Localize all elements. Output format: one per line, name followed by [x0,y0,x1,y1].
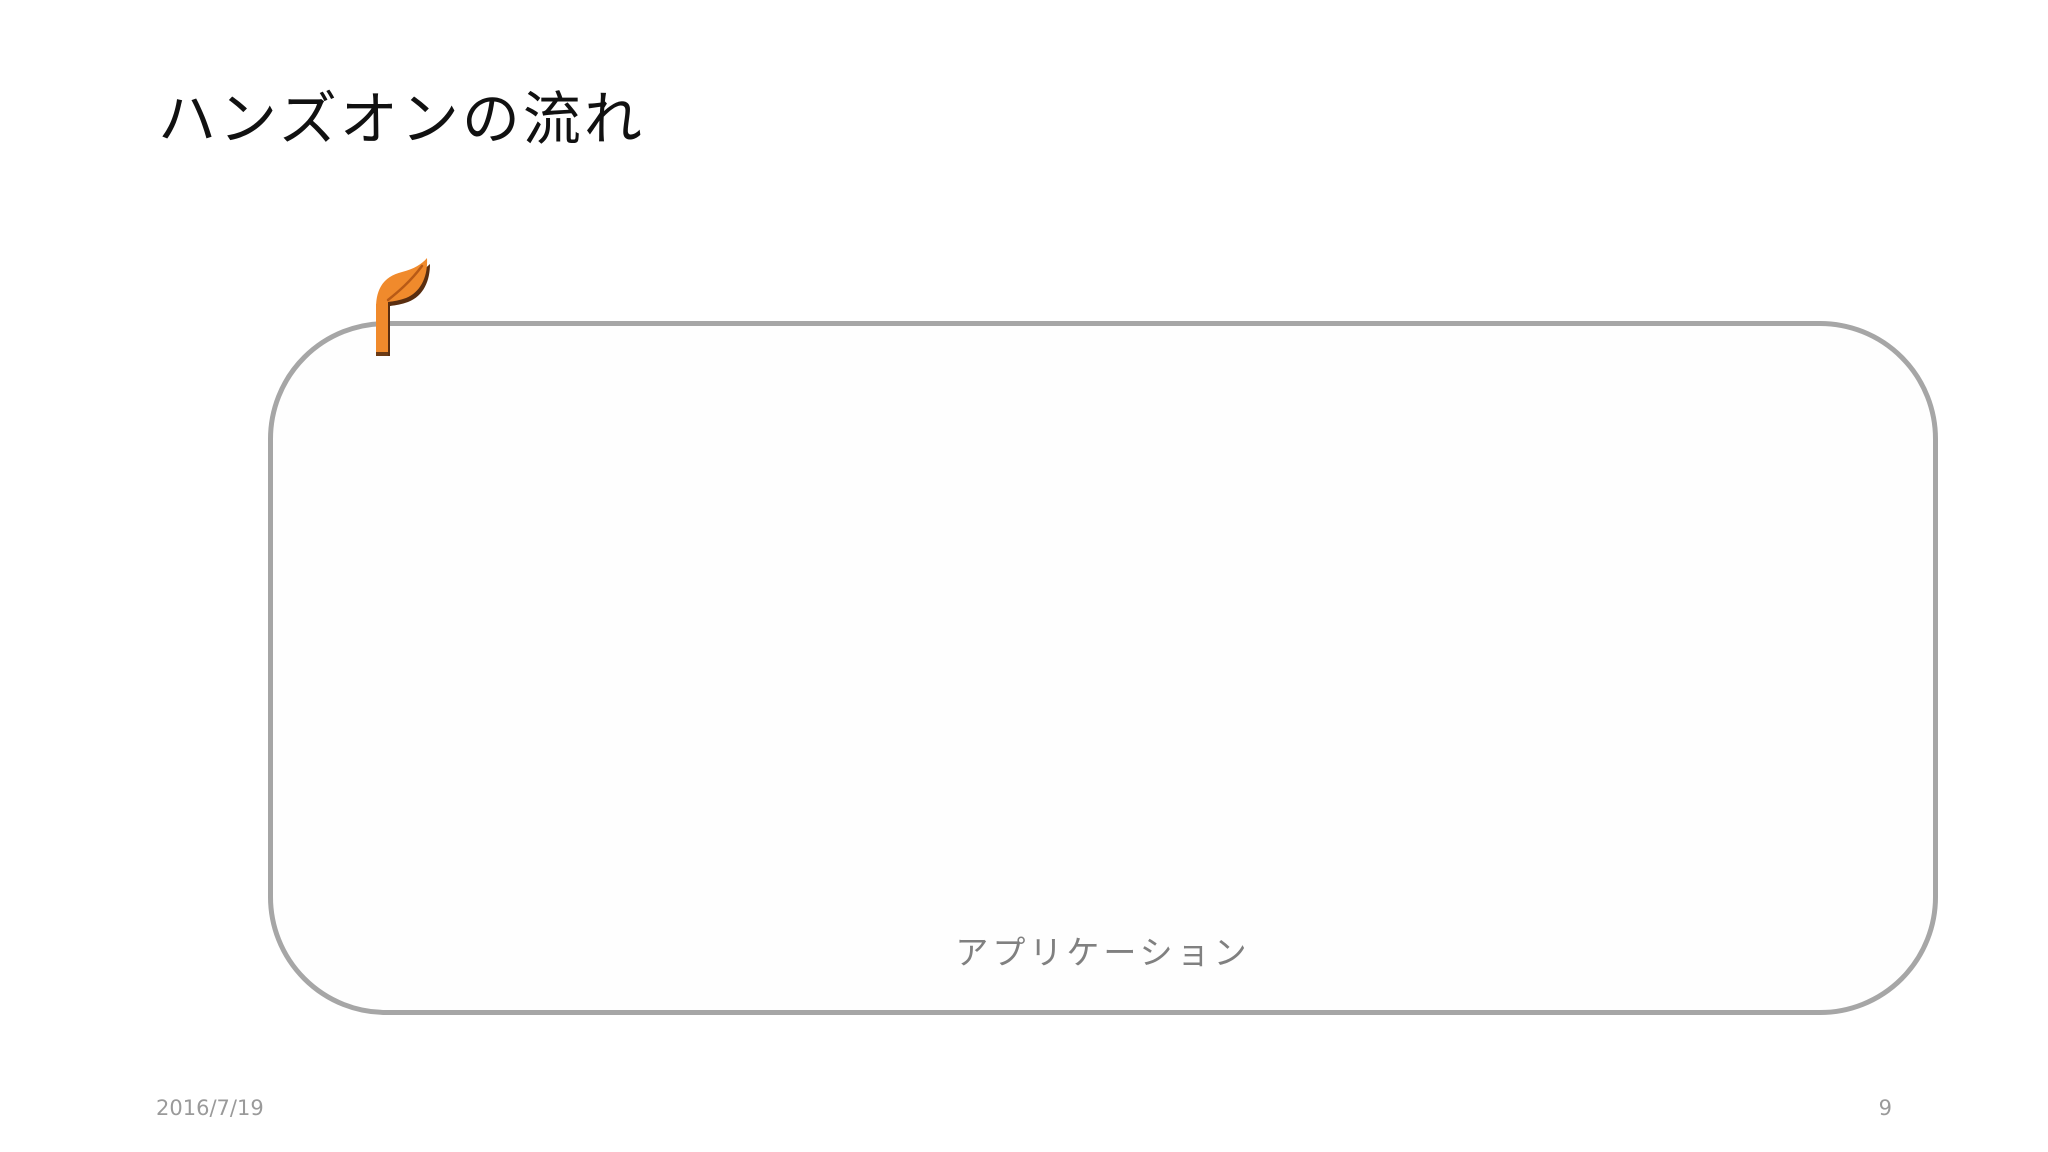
slide-title: ハンズオンの流れ [158,85,645,153]
application-label: アプリケーション [955,933,1251,972]
footer-date: 2016/7/19 [156,1096,264,1120]
page-number: 9 [1878,1096,1892,1120]
application-box: アプリケーション [268,321,1938,1015]
sprout-icon [376,258,430,356]
